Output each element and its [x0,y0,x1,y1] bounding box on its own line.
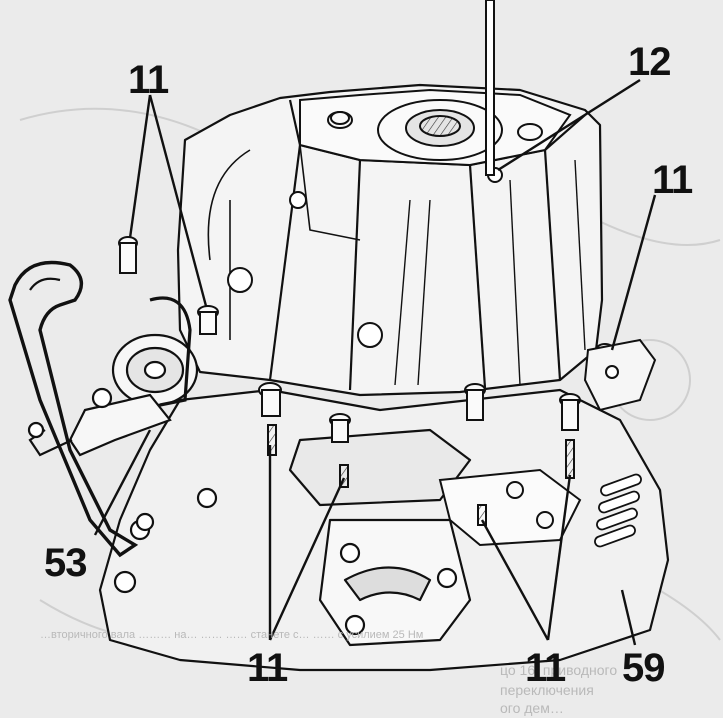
gearbox-housing [176,83,604,397]
bolt-right-2 [559,393,581,431]
bolt-stud-left [267,424,277,456]
callout-12: 12 [628,40,671,84]
leader-lines [93,78,657,646]
bolt-top-cover [330,111,350,125]
bleed-text-line-3: переключения [500,682,594,698]
measuring-rod [485,0,495,176]
bleed-text-line-4: ого дем… [500,700,564,716]
right-bracket [583,338,657,412]
bleed-text-line-2: цо 16, приводного [500,662,618,678]
callout-53: 53 [44,541,87,585]
callout-11-bottom-right: 11 [525,646,566,690]
bolt-top-left [118,236,138,274]
mounting-bracket [438,468,582,547]
bolt-stud-right-2 [477,504,487,526]
callout-59: 59 [622,646,665,690]
callout-11-bottom-center: 11 [247,646,288,690]
bolt-right-1 [464,383,486,421]
vent-slots [594,473,642,548]
bleed-text-line-1: …вторичного вала ……… на… …… …… станете с… [40,629,424,641]
callout-11-right: 11 [652,158,693,202]
bolt-left-lower [258,382,282,417]
bolt-stud-center [339,464,349,488]
belt-tensioner [8,260,199,558]
callout-11-top-left: 11 [128,58,169,102]
top-cover [227,88,572,348]
bolt-left-mid [197,305,219,335]
bolt-center [329,413,351,443]
bolt-stud-right [565,439,575,479]
